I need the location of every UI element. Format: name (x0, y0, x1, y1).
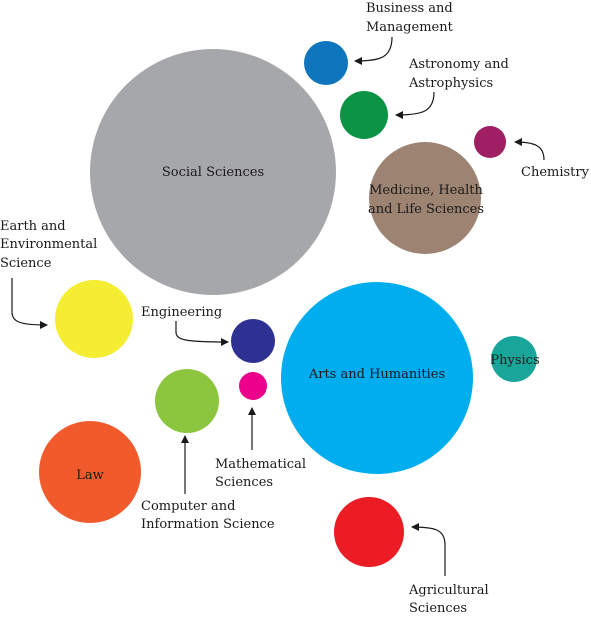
bubble-mathematical-sciences (239, 372, 267, 400)
label-earth-line3: Science (0, 256, 52, 271)
label-chemistry: Chemistry (521, 165, 590, 180)
label-earth-line2: Environmental (0, 237, 97, 252)
label-business-line1: Business and (366, 1, 453, 16)
label-astronomy-line2: Astrophysics (408, 76, 493, 91)
bubble-physics (491, 336, 537, 382)
label-agri-line1: Agricultural (408, 583, 489, 598)
label-engineering: Engineering (141, 305, 222, 320)
bubble-agricultural-sciences (334, 497, 404, 567)
bubble-business-and-management (304, 41, 348, 85)
label-law: Law (76, 468, 104, 483)
bubble-earth-and-environmental-science (55, 280, 133, 358)
bubble-astronomy-and-astrophysics (340, 91, 388, 139)
label-computer-line1: Computer and (141, 499, 236, 514)
bubble-chemistry (474, 126, 506, 158)
label-social-sciences: Social Sciences (162, 165, 264, 180)
arrow-engineering (175, 321, 229, 346)
label-medicine-line2: and Life Sciences (368, 202, 484, 217)
label-earth-line1: Earth and (0, 219, 66, 234)
bubble-law (39, 421, 141, 523)
bubble-arts-and-humanities (281, 282, 473, 474)
label-computer-line2: Information Science (141, 517, 275, 532)
label-astronomy-line1: Astronomy and (408, 57, 509, 72)
label-math-line2: Sciences (215, 475, 273, 490)
arrow-agriculture (411, 523, 446, 576)
label-medicine-line1: Medicine, Health (369, 183, 483, 198)
bubble-engineering (231, 319, 275, 363)
label-physics: Physics (490, 353, 539, 368)
label-business-line2: Management (366, 20, 454, 35)
arrow-earth (11, 278, 48, 329)
bubble-medicine-health-life-sciences (369, 142, 481, 254)
bubble-social-sciences (90, 49, 336, 295)
arrow-chemistry (514, 138, 545, 161)
arrow-business (354, 36, 393, 65)
label-arts-and-humanities: Arts and Humanities (308, 367, 445, 382)
label-math-line1: Mathematical (215, 457, 306, 472)
arrow-astronomy (395, 91, 435, 119)
label-agri-line2: Sciences (409, 601, 467, 616)
bubble-computer-and-information-science (155, 369, 219, 433)
